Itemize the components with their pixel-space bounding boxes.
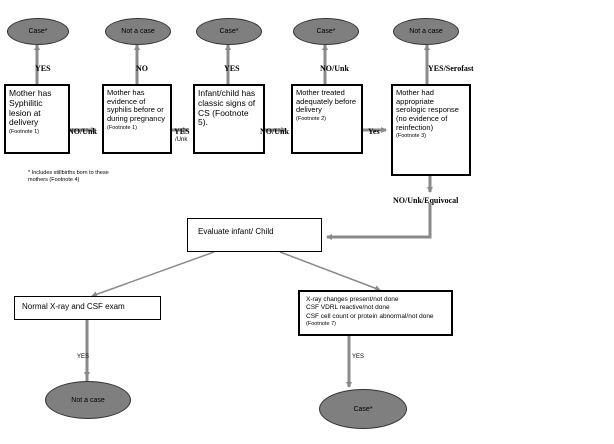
oval-not-a-case-bottom: Not a case — [45, 381, 131, 419]
oval-case-2: Case* — [196, 18, 262, 45]
box-mother-treated-footnote: (Footnote 2) — [296, 115, 326, 122]
oval-not-a-case-1: Not a case — [105, 18, 171, 45]
box-mother-lesion: Mother has Syphilitic lesion at delivery… — [4, 84, 70, 154]
box-infant-signs: Infant/child has classic signs of CS (Fo… — [193, 84, 265, 154]
box-xray-line-3: CSF cell count or protein abnormal/not d… — [306, 312, 434, 320]
label-nounk-signs: NO/Unk — [260, 127, 289, 136]
label-nounk-lesion: NO/Unk — [68, 127, 97, 136]
oval-case-bottom: Case* — [319, 389, 407, 429]
box-xray-line-1: X-ray changes present/not done — [306, 296, 399, 303]
oval-case-1: Case* — [7, 18, 69, 45]
label-nounk-top: NO/Unk — [320, 64, 349, 73]
box-mother-response: Mother had appropriate serologic respons… — [391, 84, 471, 176]
label-yes-bottom-right: YES — [352, 354, 365, 360]
box-mother-response-footnote: (Footnote 3) — [396, 133, 426, 140]
box-infant-signs-text: Infant/child has classic signs of CS (Fo… — [198, 88, 256, 128]
label-yes-bottom-left: YES — [77, 354, 90, 360]
label-unk-mid: /Unk — [175, 137, 188, 143]
box-mother-evidence: Mother has evidence of syphilis before o… — [102, 84, 172, 154]
stillbirth-note: * Includes stillbirths born to these mot… — [28, 170, 109, 183]
box-mother-lesion-text: Mother has Syphilitic lesion at delivery — [9, 88, 52, 128]
box-normal-xray: Normal X-ray and CSF exam — [14, 296, 161, 320]
oval-case-3: Case* — [293, 18, 359, 45]
box-evaluate-text: Evaluate infant/ Child — [198, 227, 274, 236]
box-normal-xray-text: Normal X-ray and CSF exam — [22, 302, 125, 311]
label-no-1: NO — [136, 64, 148, 73]
label-yes-mid: YES — [174, 127, 190, 136]
box-evaluate: Evaluate infant/ Child — [187, 218, 322, 252]
label-yes-treated: Yes — [368, 127, 380, 136]
label-yes-1: YES — [35, 64, 51, 73]
box-mother-response-text: Mother had appropriate serologic respons… — [396, 88, 459, 132]
box-mother-evidence-text: Mother has evidence of syphilis before o… — [107, 88, 165, 123]
box-xray-footnote: (Footnote 7) — [306, 321, 336, 328]
label-yes-2: YES — [224, 64, 240, 73]
label-nounk-equivocal: NO/Unk/Equivocal — [393, 196, 459, 205]
box-xray-changes: X-ray changes present/not done CSF VDRL … — [298, 290, 453, 336]
box-xray-line-2: CSF VDRL reactive/not done — [306, 304, 390, 312]
box-mother-lesion-footnote: (Footnote 1) — [9, 129, 39, 136]
box-mother-treated: Mother treated adequately before deliver… — [291, 84, 363, 154]
label-yes-serofast: YES/Serofast — [428, 64, 474, 73]
box-mother-evidence-footnote: (Footnote 1) — [107, 124, 137, 131]
arrow-evaluate-to-xray — [279, 251, 381, 292]
box-mother-treated-text: Mother treated adequately before deliver… — [296, 88, 357, 115]
oval-not-a-case-2: Not a case — [393, 18, 459, 45]
arrow-to-evaluate — [326, 203, 432, 240]
arrow-evaluate-to-normal — [91, 251, 215, 298]
